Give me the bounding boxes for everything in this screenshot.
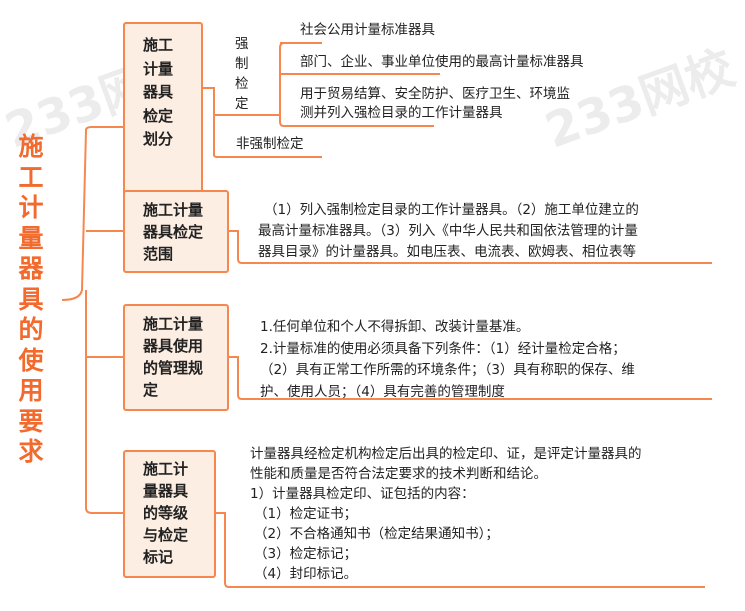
node-label-line: 定 <box>143 381 159 399</box>
title-char: 施 <box>18 132 44 161</box>
non-mandatory-verification: 非强制检定 <box>236 136 304 152</box>
node-label-line: 施工 <box>143 36 174 54</box>
node2-connector <box>229 230 712 264</box>
title-char: 求 <box>18 437 44 466</box>
desc-line: 最高计量标准器具。（3）列入《中华人民共和国依法管理的计量 <box>258 223 638 239</box>
desc-line: （3）检定标记； <box>254 546 358 562</box>
title-char: 器 <box>18 254 44 283</box>
marks-description: 计量器具经检定机构检定后出具的检定印、证，是评定计量器具的 性能和质量是否符合法… <box>250 444 642 584</box>
node-label-line: 标记 <box>143 548 174 566</box>
desc-line: 护、使用人员；（4）具有完善的管理制度 <box>260 383 505 400</box>
node-label-line: 的管理规 <box>143 359 204 377</box>
node4-connector <box>216 512 705 588</box>
management-description: 1.任何单位和个人不得拆卸、改装计量基准。 2.计量标准的使用必须具备下列条件：… <box>260 317 635 403</box>
mandatory-verification-label: 强 制 检 定 <box>235 34 251 114</box>
node-label-line: 检定 <box>143 106 174 125</box>
mandatory-item: 用于贸易结算、安全防护、医疗卫生、环境监 <box>300 86 570 102</box>
node-label-line: 器具 <box>143 83 174 101</box>
mandatory-item: 测并列入强检目录的工作计量器具 <box>300 105 503 121</box>
node-label-line: 施工计量 <box>143 201 204 219</box>
node-label-line: 施工计 <box>143 460 189 478</box>
title-char: 具 <box>18 284 44 314</box>
label-char: 定 <box>235 96 249 112</box>
desc-line: （2）具有正常工作所需的环境条件；（3）具有称职的保存、维 <box>260 362 635 378</box>
node-verification-classification: 施工 计量 器具 检定 划分 <box>123 22 203 220</box>
root-brace <box>61 126 124 301</box>
desc-line: 计量器具经检定机构检定后出具的检定印、证，是评定计量器具的 <box>250 446 642 462</box>
node-label-line: 范围 <box>143 245 174 263</box>
trunk <box>85 290 124 514</box>
node-label-line: 器具检定 <box>143 223 204 241</box>
node-label-line: 施工计量 <box>143 315 204 333</box>
title-char: 工 <box>18 162 44 192</box>
label-char: 强 <box>235 36 249 52</box>
desc-line: 2.计量标准的使用必须具备下列条件：（1）经计量检定合格； <box>260 340 626 357</box>
node-label-line: 计量 <box>143 59 174 78</box>
node-label-line: 的等级 <box>143 504 189 522</box>
desc-line: 器具目录》的计量器具。如电压表、电流表、欧姆表、相位表等 <box>258 244 636 260</box>
title-char: 量 <box>18 223 44 253</box>
node-label-line: 量器具 <box>143 482 189 500</box>
node-label-line: 划分 <box>143 130 174 148</box>
desc-line: （1）列入强制检定目录的工作计量器具。（2）施工单位建立的 <box>264 202 639 218</box>
title-char: 要 <box>18 406 44 436</box>
mandatory-item: 部门、企业、事业单位使用的最高计量标准器具 <box>300 54 584 70</box>
node3-connector <box>229 356 712 400</box>
desc-line: 1.任何单位和个人不得拆卸、改装计量基准。 <box>260 319 530 335</box>
title-char: 使 <box>18 345 44 375</box>
desc-line: 性能和质量是否符合法定要求的技术判断和结论。 <box>250 466 547 482</box>
desc-line: （1）检定证书； <box>254 506 358 522</box>
node1-connector <box>203 87 322 158</box>
desc-line: （2）不合格通知书（检定结果通知书）； <box>254 526 499 542</box>
node-verification-scope: 施工计量 器具检定 范围 <box>123 190 229 273</box>
mandatory-item: 社会公用计量标准器具 <box>300 22 435 38</box>
node-label-line: 与检定 <box>143 526 189 544</box>
main-title: 施工计量器具的使用要求 <box>14 132 48 468</box>
desc-line: （4）封印标记。 <box>254 566 358 582</box>
title-char: 的 <box>18 315 44 344</box>
node-usage-management: 施工计量 器具使用 的管理规 定 <box>123 304 229 411</box>
scope-description: （1）列入强制检定目录的工作计量器具。（2）施工单位建立的 最高计量标准器具。（… <box>258 200 639 263</box>
label-char: 制 <box>235 56 249 72</box>
desc-line: 1）计量器具检定印、证包括的内容： <box>250 486 475 502</box>
node-grade-and-marks: 施工计 量器具 的等级 与检定 标记 <box>123 450 216 578</box>
title-char: 计 <box>18 193 44 222</box>
title-char: 用 <box>18 376 44 405</box>
label-char: 检 <box>235 76 249 92</box>
node-label-line: 器具使用 <box>143 337 204 355</box>
mandatory-bracket <box>279 42 285 127</box>
